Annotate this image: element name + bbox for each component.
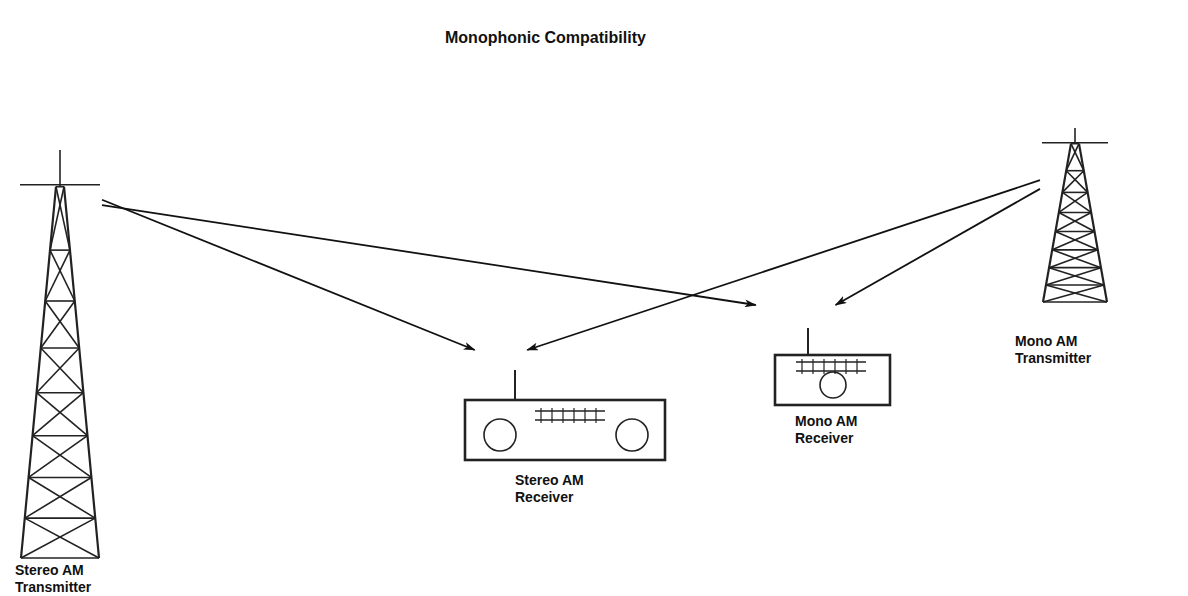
signal-arrow xyxy=(102,200,475,350)
diagram-title: Monophonic Compatibility xyxy=(445,28,646,48)
signal-arrow xyxy=(527,180,1040,350)
tower-illustration xyxy=(1040,128,1110,302)
signal-arrow xyxy=(102,205,756,305)
transmitter-tower: Mono AM Transmitter xyxy=(1040,128,1110,302)
node-label: Mono AM Transmitter xyxy=(1015,333,1135,367)
node-label: Stereo AM Transmitter xyxy=(15,562,135,596)
signal-arrow xyxy=(836,189,1040,305)
radio-receiver: Stereo AM Receiver xyxy=(460,350,670,462)
transmitter-tower: Stereo AM Transmitter xyxy=(18,150,102,558)
node-label: Mono AM Receiver xyxy=(795,413,875,447)
radio-receiver: Mono AM Receiver xyxy=(750,305,895,407)
node-label: Stereo AM Receiver xyxy=(515,472,610,506)
radio-illustration xyxy=(460,350,670,462)
tower-illustration xyxy=(18,150,102,558)
radio-illustration xyxy=(750,305,895,407)
